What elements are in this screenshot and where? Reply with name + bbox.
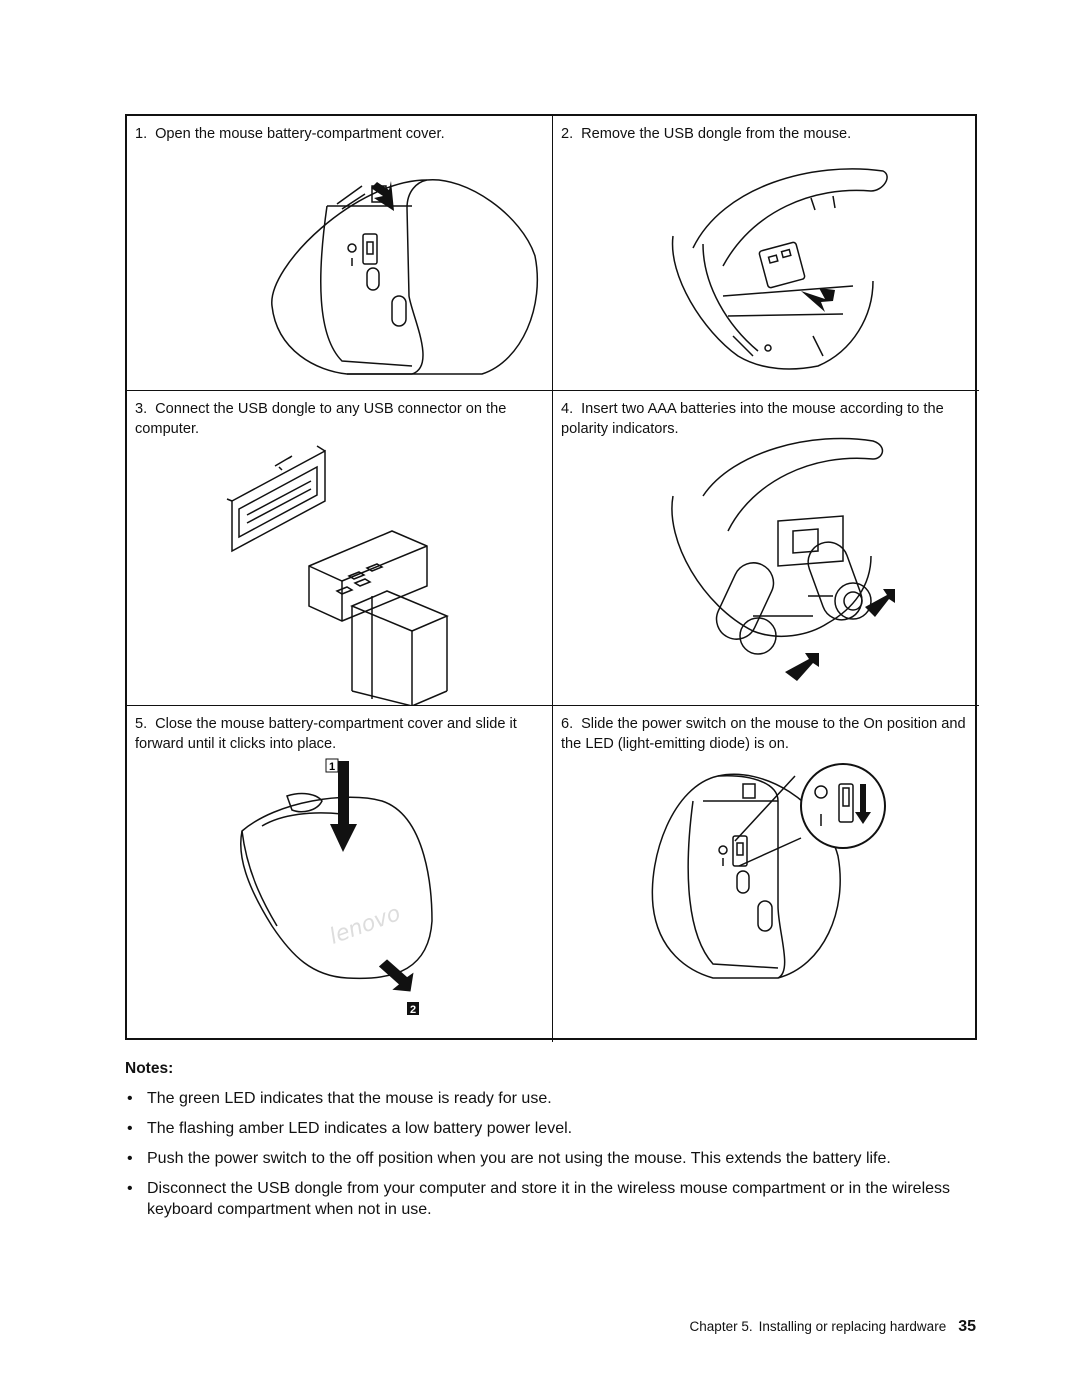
step-2-number: 2. (561, 126, 574, 142)
callout-2-box (407, 1002, 419, 1015)
notes-title: Notes: (125, 1060, 174, 1077)
step-5-text: Close the mouse battery-compartment cove… (135, 716, 517, 752)
mouse-remove-dongle-icon (671, 168, 888, 370)
note-text: The green LED indicates that the mouse i… (147, 1090, 552, 1107)
slide-arrow-icon (330, 761, 357, 852)
usb-dongle-connector-icon (226, 445, 449, 706)
bullet-icon: • (127, 1120, 133, 1137)
note-text: Push the power switch to the off positio… (147, 1150, 891, 1167)
chapter-title: Installing or replacing hardware (758, 1319, 947, 1334)
step-4-number: 4. (561, 401, 574, 417)
step-4-text: Insert two AAA batteries into the mouse … (561, 401, 944, 437)
mouse-batteries-icon (671, 437, 895, 681)
note-item: • The green LED indicates that the mouse … (125, 1088, 985, 1109)
page-number: 35 (958, 1318, 976, 1335)
chapter-reference: Chapter 5. Installing or replacing hardw… (690, 1319, 947, 1334)
step-1-caption: 1. Open the mouse battery-compartment co… (135, 124, 544, 144)
note-item: • The flashing amber LED indicates a low … (125, 1118, 985, 1139)
bullet-icon: • (127, 1180, 133, 1197)
step-4-cell: 4. Insert two AAA batteries into the mou… (553, 391, 979, 706)
mouse-power-switch-icon (651, 763, 886, 979)
step-2-caption: 2. Remove the USB dongle from the mouse. (561, 124, 971, 144)
step-6-caption: 6. Slide the power switch on the mouse t… (561, 714, 971, 754)
step-2-text: Remove the USB dongle from the mouse. (581, 126, 852, 142)
step-1-number: 1. (135, 126, 148, 142)
note-item: • Push the power switch to the off positi… (125, 1148, 985, 1169)
mouse-top-cover-close-icon: lenovo 1 2 (240, 758, 433, 1016)
step-5-caption: 5. Close the mouse battery-compartment c… (135, 714, 544, 754)
step-5-number: 5. (135, 716, 148, 732)
notes-list: • The green LED indicates that the mouse … (125, 1088, 985, 1229)
bullet-icon: • (127, 1150, 133, 1167)
switch-down-arrow-icon (855, 784, 871, 824)
callout-1-text: 1 (329, 761, 335, 773)
chapter-label: Chapter 5. (689, 1319, 753, 1334)
step-5-cell: 5. Close the mouse battery-compartment c… (127, 706, 553, 1042)
note-text: The flashing amber LED indicates a low b… (147, 1120, 573, 1137)
step-2-cell: 2. Remove the USB dongle from the mouse. (553, 116, 979, 391)
note-item: • Disconnect the USB dongle from your com… (125, 1178, 985, 1220)
step-3-number: 3. (135, 401, 148, 417)
lenovo-logo: lenovo (326, 901, 404, 950)
step-3-caption: 3. Connect the USB dongle to any USB con… (135, 399, 544, 439)
mouse-underside-cover-open-icon (271, 179, 539, 375)
step-3-text: Connect the USB dongle to any USB connec… (135, 401, 507, 437)
bullet-icon: • (127, 1090, 133, 1107)
step-3-cell: 3. Connect the USB dongle to any USB con… (127, 391, 553, 706)
push-arrow-icon (378, 959, 414, 992)
page-footer: Chapter 5. Installing or replacing hardw… (690, 1318, 976, 1336)
callout-2-text: 2 (410, 1004, 416, 1016)
step-1-text: Open the mouse battery-compartment cover… (155, 126, 445, 142)
note-text: Disconnect the USB dongle from your comp… (147, 1180, 951, 1218)
step-6-text: Slide the power switch on the mouse to t… (561, 716, 966, 752)
step-1-cell: 1. Open the mouse battery-compartment co… (127, 116, 553, 391)
callout-1-box (325, 758, 339, 773)
step-4-caption: 4. Insert two AAA batteries into the mou… (561, 399, 971, 439)
step-6-cell: 6. Slide the power switch on the mouse t… (553, 706, 979, 1042)
step-6-number: 6. (561, 716, 574, 732)
instruction-grid: 1. Open the mouse battery-compartment co… (125, 114, 979, 1042)
